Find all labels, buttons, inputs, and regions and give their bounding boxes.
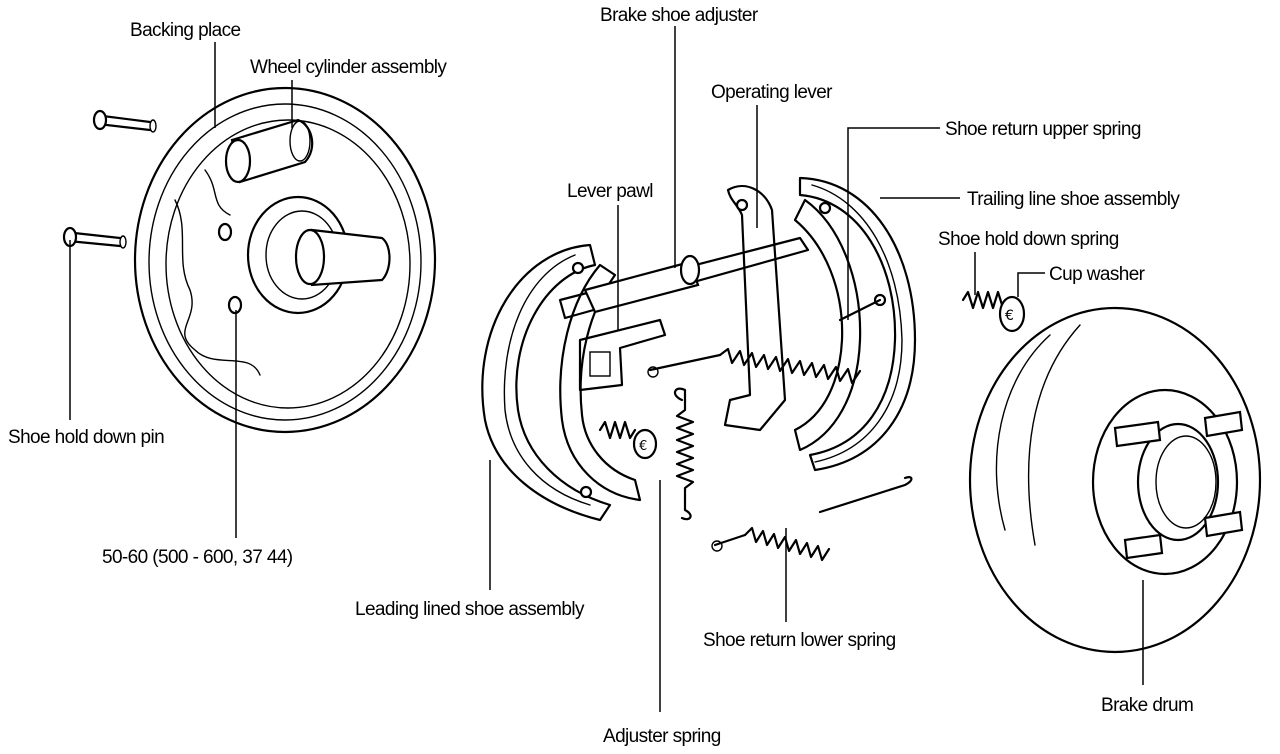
operating-lever-drawing — [723, 184, 787, 432]
label-shoe-hold-down-pin: Shoe hold down pin — [8, 427, 164, 448]
right-hold-down-spring-drawing: € — [961, 290, 1026, 333]
label-cup-washer: Cup washer — [1049, 264, 1146, 285]
shoe-return-lower-spring-drawing — [711, 476, 913, 562]
svg-text:€: € — [1005, 308, 1014, 324]
adjuster-spring-drawing — [673, 387, 695, 521]
trailing-shoe-drawing — [793, 176, 917, 472]
center-hold-down-spring-drawing: € — [598, 420, 658, 460]
label-leading-shoe-assembly: Leading lined shoe assembly — [355, 599, 585, 620]
backing-plate-drawing — [133, 86, 437, 434]
label-brake-shoe-adjuster: Brake shoe adjuster — [600, 5, 759, 26]
label-operating-lever: Operating lever — [711, 82, 833, 103]
leader-lines — [69, 26, 1144, 712]
label-shoe-hold-down-spring: Shoe hold down spring — [938, 229, 1119, 250]
leading-shoe-drawing — [481, 243, 642, 522]
label-adjuster-spring: Adjuster spring — [603, 726, 721, 747]
label-wheel-cylinder: Wheel cylinder assembly — [250, 57, 447, 78]
label-trailing-shoe-assembly: Trailing line shoe assembly — [967, 189, 1180, 210]
label-shoe-return-lower-spring: Shoe return lower spring — [703, 630, 896, 651]
label-torque-spec: 50-60 (500 - 600, 37 44) — [102, 547, 293, 568]
adjuster-strut-drawing — [558, 236, 810, 392]
shoe-hold-down-pins — [62, 109, 157, 249]
svg-text:€: € — [639, 439, 647, 454]
label-backing-plate: Backing place — [130, 20, 241, 41]
label-shoe-return-upper-spring: Shoe return upper spring — [945, 119, 1141, 140]
shoe-return-upper-spring-drawing — [647, 298, 882, 385]
label-lever-pawl: Lever pawl — [567, 181, 653, 202]
brake-drum-drawing — [968, 306, 1262, 654]
label-brake-drum: Brake drum — [1101, 695, 1193, 716]
